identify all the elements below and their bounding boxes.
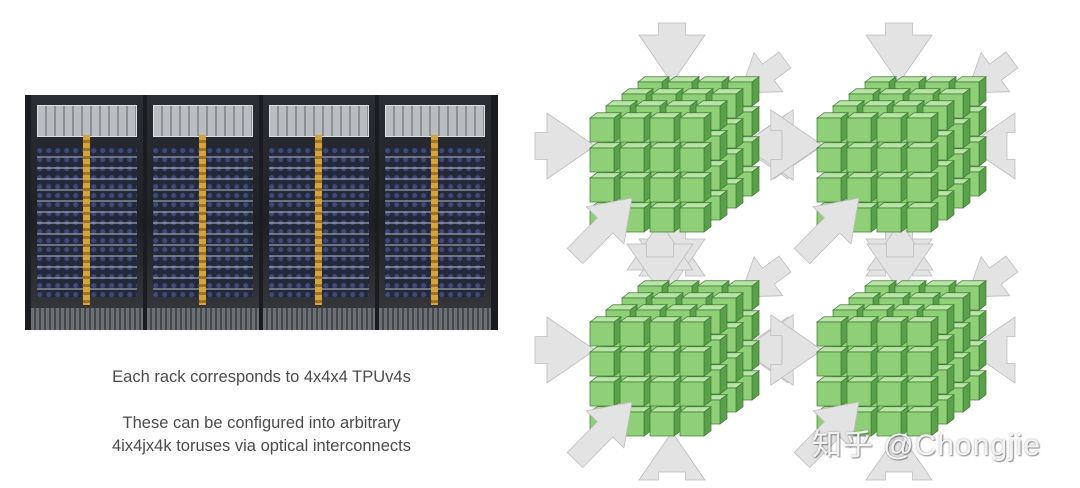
link-right-vertical bbox=[866, 221, 934, 293]
torus-interconnect-diagram bbox=[534, 22, 1019, 481]
outer-arrow-top-1 bbox=[865, 22, 933, 84]
outer-arrow-right-1 bbox=[966, 112, 1016, 180]
outer-arrow-right-3 bbox=[966, 316, 1016, 384]
link-left-vertical-b bbox=[626, 243, 694, 293]
outer-arrow-left-0 bbox=[534, 112, 596, 180]
outer-arrow-left-2 bbox=[534, 316, 596, 384]
caption-config-line-1: These can be configured into arbitrary bbox=[122, 414, 401, 432]
link-bottom-horizontal bbox=[741, 314, 823, 386]
front-arrow-0 bbox=[566, 197, 633, 265]
tpu-rack-photo bbox=[25, 95, 498, 330]
front-arrow-1 bbox=[793, 197, 860, 265]
outer-arrow-bottom-2 bbox=[638, 431, 706, 481]
link-left-vertical bbox=[626, 221, 694, 293]
front-arrow-2 bbox=[566, 401, 633, 469]
rack-3 bbox=[263, 95, 375, 330]
caption-config-line-2: 4ix4jx4k toruses via optical interconnec… bbox=[112, 437, 411, 455]
block-bottom-right bbox=[793, 280, 988, 469]
front-arrow-3 bbox=[793, 401, 860, 469]
block-bottom-left bbox=[566, 280, 761, 469]
link-top-horizontal bbox=[741, 109, 823, 181]
outer-arrow-top-0 bbox=[638, 22, 706, 84]
caption-rack-size: Each rack corresponds to 4x4x4 TPUv4s bbox=[112, 368, 411, 386]
rack-1 bbox=[31, 95, 143, 330]
block-top-left bbox=[566, 76, 761, 265]
rack-4 bbox=[379, 95, 491, 330]
block-top-right bbox=[793, 76, 988, 265]
rack-2 bbox=[147, 95, 259, 330]
link-top-horizontal-b bbox=[770, 109, 823, 181]
link-bottom-horizontal-b bbox=[770, 314, 823, 386]
link-right-vertical-b bbox=[866, 243, 934, 293]
outer-arrow-bottom-3 bbox=[865, 431, 933, 481]
watermark: 知乎 @Chongjie bbox=[812, 429, 1042, 462]
